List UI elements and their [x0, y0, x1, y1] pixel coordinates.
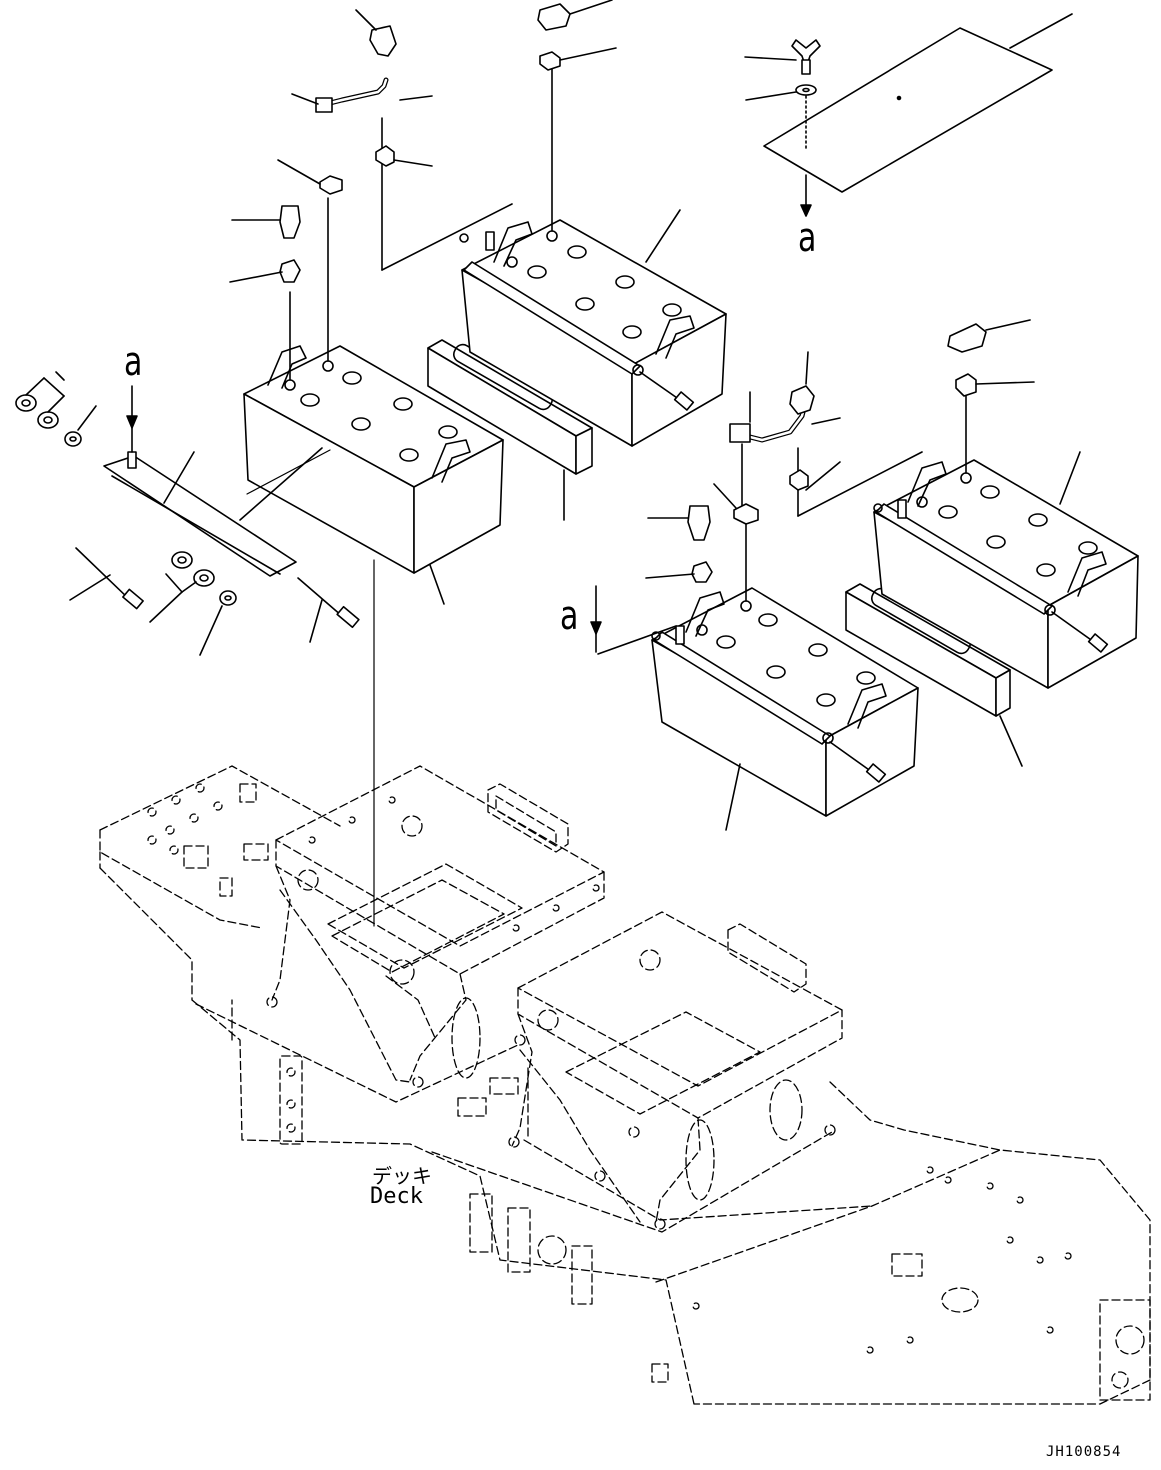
arrow-label-a-middle: a	[560, 593, 579, 639]
deck-label-japanese: デッキ	[372, 1164, 432, 1188]
battery-lower-middle	[590, 519, 919, 831]
arrow-label-a-left: a	[124, 339, 143, 385]
battery-left	[243, 197, 504, 605]
deck-frame	[99, 765, 1151, 1405]
battery-hold-down-rod	[103, 385, 323, 577]
top-parts-upper	[355, 0, 617, 71]
battery-cover-plate	[763, 13, 1073, 193]
battery-spacer-left	[427, 339, 593, 521]
washer	[745, 84, 817, 217]
terminal-clamp-lower	[645, 319, 1035, 583]
battery-spacer-right	[845, 583, 1023, 767]
battery-cable-upper	[291, 77, 513, 271]
wing-bolt	[744, 39, 821, 75]
terminal-clamp-upper	[277, 145, 433, 195]
terminal-cover-upper	[229, 205, 301, 283]
battery-cable-lower	[729, 351, 923, 521]
battery-right	[873, 395, 1139, 689]
arrow-label-a-top: a	[798, 215, 817, 261]
battery-tray-left	[195, 765, 605, 1103]
battery-tray-right	[431, 911, 843, 1233]
drawing-reference-number: JH100854	[1046, 1444, 1122, 1460]
battery-upper-middle	[459, 67, 727, 447]
deck-label-english: Deck	[370, 1184, 423, 1209]
hold-down-hardware	[15, 371, 360, 656]
